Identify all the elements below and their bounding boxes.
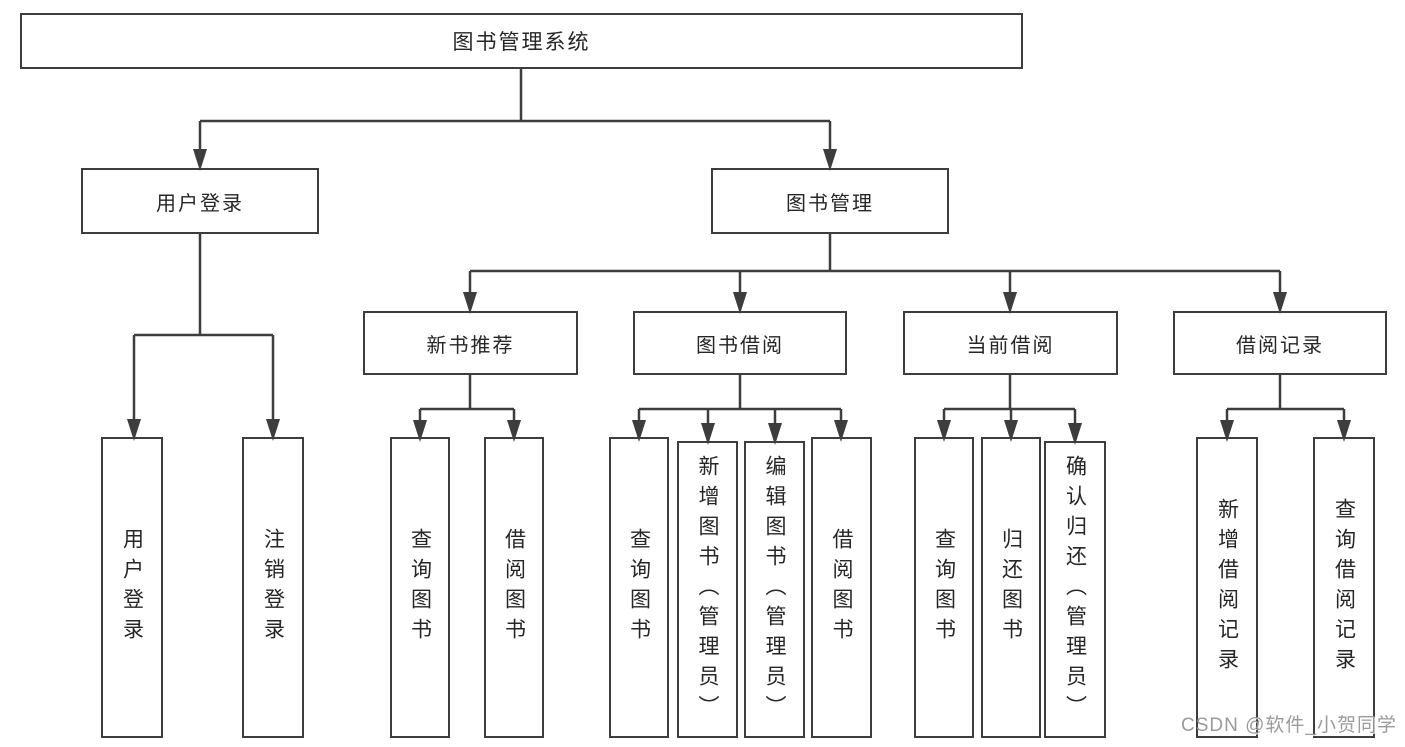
- leaf-add-borrow-record: 新增借阅记录: [1196, 437, 1258, 738]
- node-current-borrow: 当前借阅: [903, 311, 1118, 375]
- node-book-management: 图书管理: [711, 168, 949, 234]
- leaf-edit-book-admin: 编辑图书（管理员）: [744, 441, 805, 738]
- csdn-watermark: CSDN @软件_小贺同学: [1181, 715, 1397, 736]
- leaf-return-book: 归还图书: [981, 437, 1041, 738]
- node-user-login: 用户登录: [81, 168, 319, 234]
- node-new-book-recommend: 新书推荐: [363, 311, 578, 375]
- node-book-borrow: 图书借阅: [633, 311, 847, 375]
- leaf-current-query-books: 查询图书: [914, 437, 974, 738]
- leaf-query-borrow-record: 查询借阅记录: [1313, 437, 1375, 738]
- node-root-library-system: 图书管理系统: [20, 13, 1023, 69]
- leaf-user-login: 用户登录: [101, 437, 163, 738]
- leaf-confirm-return-admin: 确认归还（管理员）: [1044, 441, 1106, 738]
- leaf-recommend-query-books: 查询图书: [390, 437, 450, 738]
- leaf-add-book-admin: 新增图书（管理员）: [677, 441, 738, 738]
- leaf-recommend-borrow-books: 借阅图书: [484, 437, 544, 738]
- leaf-logout: 注销登录: [242, 437, 304, 738]
- leaf-borrow-query-books: 查询图书: [609, 437, 669, 738]
- node-borrow-records: 借阅记录: [1173, 311, 1387, 375]
- leaf-borrow-book: 借阅图书: [811, 437, 872, 738]
